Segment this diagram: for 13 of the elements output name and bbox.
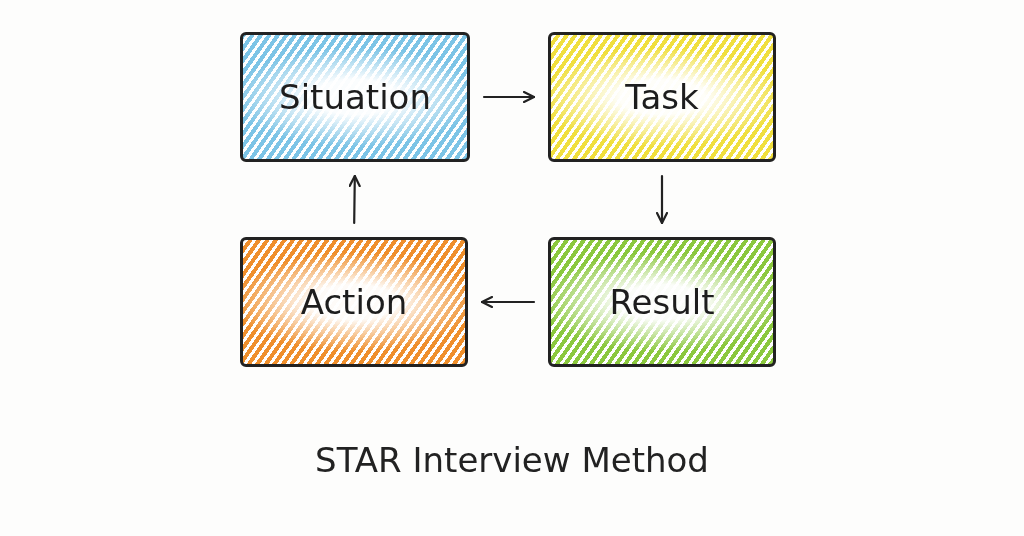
arrow (348, 174, 361, 225)
process-box (548, 32, 776, 162)
process-box (240, 237, 468, 367)
arrow (480, 295, 536, 309)
arrow (482, 90, 536, 104)
process-box (548, 237, 776, 367)
diagram-title: STAR Interview Method (315, 440, 709, 480)
box-label: Situation (279, 77, 431, 117)
process-box (240, 32, 470, 162)
box-label: Task (625, 77, 699, 117)
box-label: Action (300, 282, 408, 322)
arrow (655, 174, 669, 225)
box-label: Result (609, 282, 715, 322)
